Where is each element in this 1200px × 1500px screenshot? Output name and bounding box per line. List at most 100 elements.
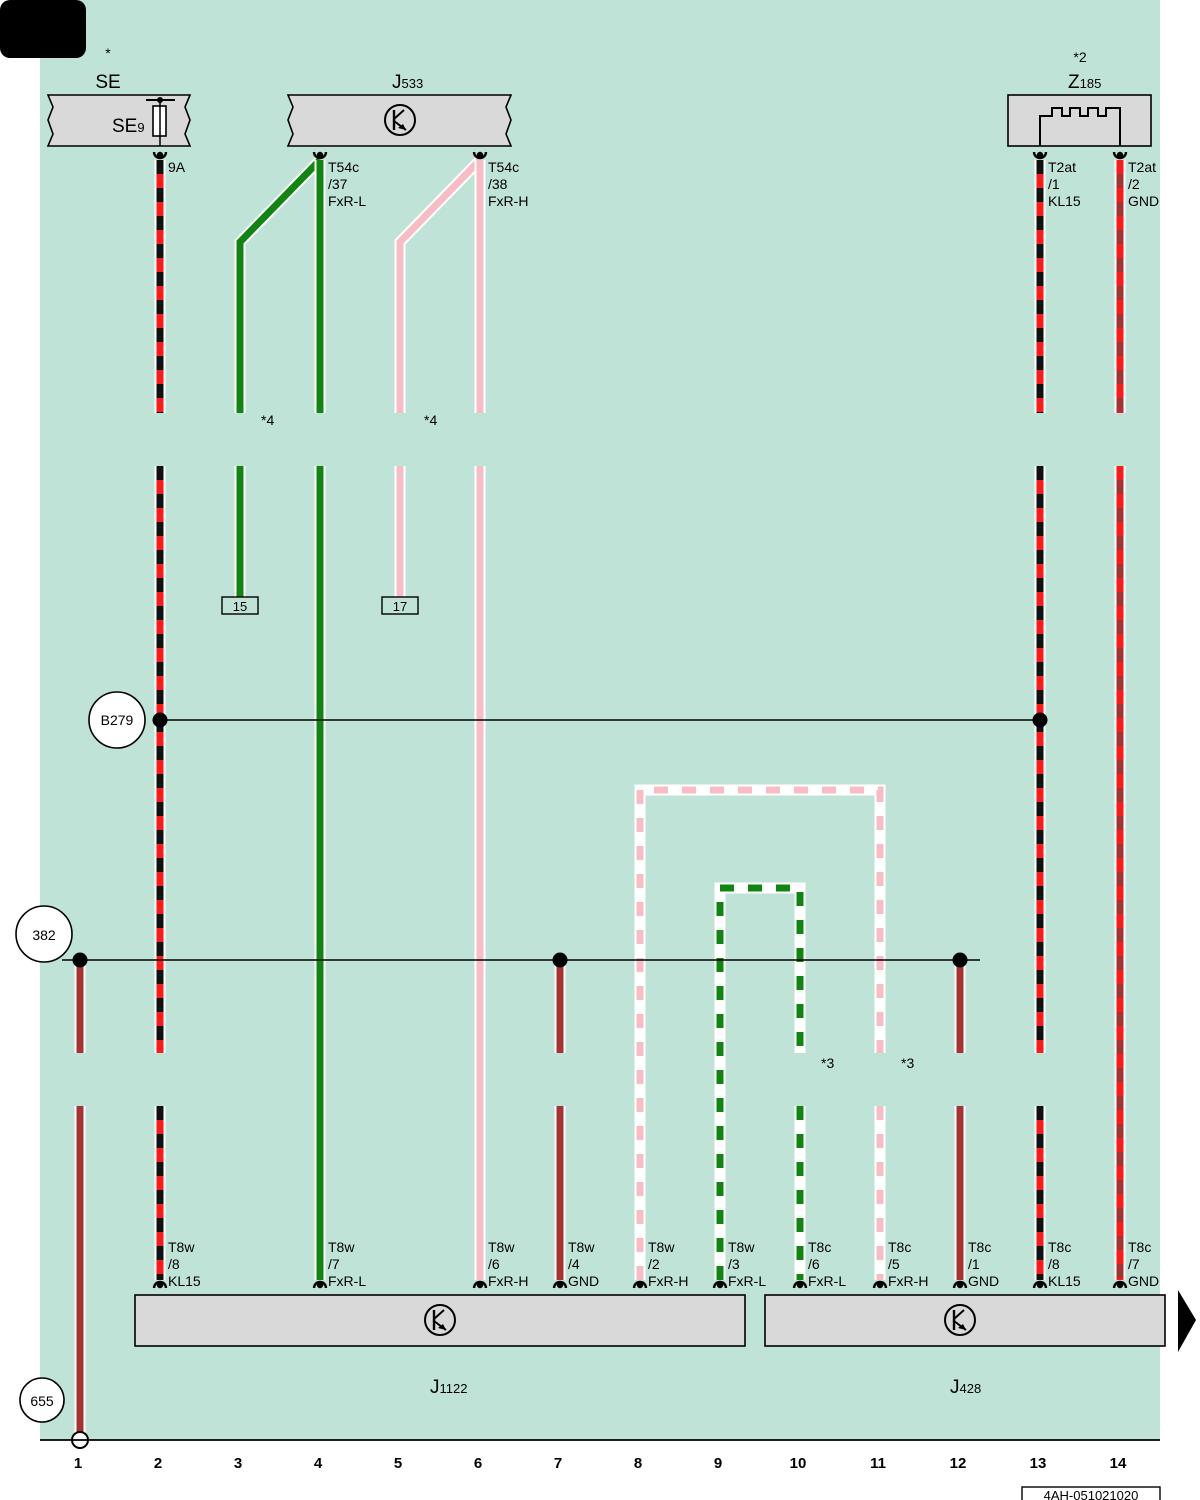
wires [74, 156, 1126, 1440]
column-number: 7 [554, 1455, 562, 1472]
fuse-se9-label: SE9 [112, 116, 145, 137]
column-number: 8 [634, 1455, 642, 1472]
control-unit-icon [384, 104, 416, 136]
footnote-markers: *4 *4 *3 *3 [261, 412, 914, 1071]
connector-pin-icon [1112, 1280, 1128, 1289]
connector-pin-icon [312, 1280, 328, 1289]
component-j428: J428 [764, 1294, 1166, 1398]
connector-pin-icon [1032, 151, 1048, 160]
wire-pink-col5 [394, 156, 484, 413]
splice-dot [1032, 712, 1048, 728]
node-655 [19, 1377, 65, 1423]
connector-pin-icon [1112, 151, 1128, 160]
column-number: 3 [234, 1455, 242, 1472]
component-j1122: J1122 [134, 1294, 746, 1398]
j428-box [764, 1294, 1166, 1347]
connector-pin-icon [152, 1280, 168, 1289]
connector-pin-icon [312, 151, 328, 160]
node-b279 [88, 691, 146, 749]
connectors [152, 151, 1128, 1289]
j1122-label: J1122 [430, 1377, 467, 1398]
splice-dot [72, 952, 88, 968]
column-number: 9 [714, 1455, 722, 1472]
column-number: 2 [154, 1455, 162, 1472]
wire-pink-white-loop [634, 784, 886, 1280]
component-se: * SE SE9 9A [46, 45, 192, 175]
note-marker: *4 [261, 412, 274, 428]
note-marker: *3 [901, 1055, 914, 1071]
connector-pin-icon [472, 1280, 488, 1289]
ref-15-label: 15 [233, 599, 247, 614]
control-unit-icon [424, 1304, 456, 1336]
doc-id: 4AH-051021020 [1044, 1488, 1139, 1500]
connector-pin-icon [632, 1280, 648, 1289]
z185-box [1007, 94, 1152, 147]
j533-box [286, 94, 513, 147]
column-number: 11 [870, 1455, 886, 1472]
se-star: * [105, 45, 111, 61]
node-655-label: 655 [30, 1393, 54, 1409]
column-number: 12 [950, 1455, 967, 1472]
control-unit-icon [944, 1304, 976, 1336]
z185-star: *2 [1073, 49, 1086, 65]
page-tab [0, 0, 86, 58]
wire-green-col3 [234, 156, 324, 413]
heater-element-icon [1039, 107, 1121, 146]
column-number: 10 [790, 1455, 807, 1472]
z185-label: Z185 [1068, 72, 1101, 93]
j1122-box [134, 1294, 746, 1347]
ref-17-label: 17 [393, 599, 407, 614]
connector-pin-icon [872, 1280, 888, 1289]
se-label: SE [95, 72, 120, 93]
connector-pin-icon [712, 1280, 728, 1289]
ref-box-17[interactable] [381, 596, 419, 615]
ref-box-15[interactable] [221, 596, 259, 615]
node-labels: B279 382 655 [15, 691, 146, 1423]
node-b279-label: B279 [101, 712, 134, 728]
connector-pin-icon [472, 151, 488, 160]
note-marker: *3 [821, 1055, 834, 1071]
node-382-label: 382 [32, 927, 56, 943]
column-number: 4 [314, 1455, 323, 1472]
node-382 [15, 905, 73, 963]
se-pin-label: 9A [168, 159, 186, 175]
wire-green-white-loop [714, 882, 806, 1280]
doc-id-box [1021, 1486, 1161, 1500]
connector-pin-icon [952, 1280, 968, 1289]
splice-dot [152, 712, 168, 728]
note-marker: *4 [424, 412, 437, 428]
column-number: 13 [1030, 1455, 1047, 1472]
column-number: 6 [474, 1455, 482, 1472]
connector-pin-icon [1032, 1280, 1048, 1289]
component-z185: *2 Z185 [1007, 49, 1152, 147]
splice-dot [552, 952, 568, 968]
continue-arrow-icon[interactable] [1178, 1290, 1196, 1352]
connector-pin-icon [792, 1280, 808, 1289]
connector-pin-icon [552, 1280, 568, 1289]
column-number: 1 [74, 1455, 82, 1472]
column-number: 5 [394, 1455, 402, 1472]
component-j533: J533 [286, 72, 513, 147]
j533-label: J533 [392, 72, 423, 93]
connector-pin-icon [152, 151, 168, 160]
j428-label: J428 [950, 1377, 981, 1398]
splice-dot [952, 952, 968, 968]
